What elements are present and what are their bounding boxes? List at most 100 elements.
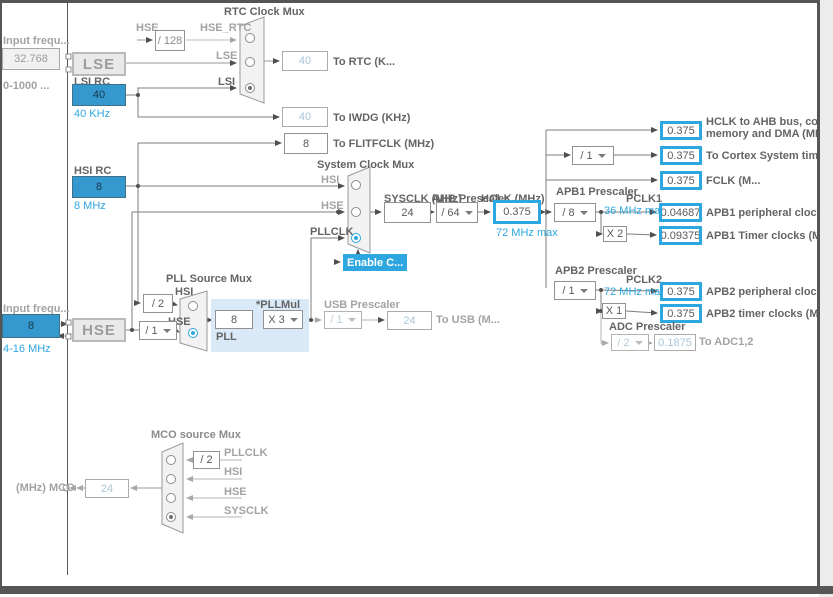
sysclk-value-box[interactable]: 24 bbox=[384, 202, 431, 223]
mco-mux-radio-pllclk[interactable] bbox=[166, 455, 176, 465]
apb2-timer-value-box[interactable]: 0.375 bbox=[660, 304, 702, 323]
hsi-rc-value-box: 8 bbox=[72, 176, 126, 198]
hse-oscillator-block: HSE bbox=[72, 318, 126, 342]
hse-input-frequency-field[interactable]: 8 bbox=[2, 314, 60, 338]
mco-sysclk-label: SYSCLK bbox=[224, 505, 269, 517]
usb-value-box: 24 bbox=[387, 311, 432, 330]
apb2-timer-label: APB2 timer clocks (MHz) bbox=[706, 308, 833, 320]
pll-input-value-box: 8 bbox=[215, 310, 253, 329]
rtc-mux-radio-lse[interactable] bbox=[245, 57, 255, 67]
system-mux-title: System Clock Mux bbox=[317, 159, 415, 171]
system-mux-radio-pllclk[interactable] bbox=[351, 233, 361, 243]
apb1-timer-multiplier-box: X 2 bbox=[603, 226, 627, 242]
pclk1-label: PCLK1 bbox=[626, 193, 663, 205]
frame-top bbox=[0, 0, 820, 3]
rtc-hse-rtc-label: HSE_RTC bbox=[200, 22, 252, 34]
mco-value-box: 24 bbox=[85, 479, 129, 498]
adc-label: To ADC1,2 bbox=[699, 336, 754, 348]
apb1-timer-value-box[interactable]: 0.09375 bbox=[659, 226, 702, 245]
flitfclk-label: To FLITFCLK (MHz) bbox=[333, 138, 435, 150]
usb-prescaler-dropdown: / 1 bbox=[324, 311, 362, 329]
rtc-hse-divider-box: / 128 bbox=[155, 30, 185, 51]
pll-mux-radio-hse[interactable] bbox=[188, 328, 198, 338]
hclk-ahb-label-line1: HCLK to AHB bus, core, bbox=[706, 116, 832, 128]
system-mux-radio-hse[interactable] bbox=[351, 207, 361, 217]
rtc-lsi-label: LSI bbox=[218, 76, 236, 88]
apb2-peripheral-label: APB2 peripheral clocks (M bbox=[706, 286, 833, 298]
lse-input-frequency-field: 32.768 bbox=[2, 48, 60, 70]
hsi-frequency-note: 8 MHz bbox=[74, 200, 106, 212]
lse-input-frequency-label: Input frequ... bbox=[3, 35, 70, 47]
adc-prescaler-dropdown: / 2 bbox=[611, 334, 649, 351]
frame-left bbox=[0, 0, 2, 594]
rtc-mux-radio-hse-rtc[interactable] bbox=[245, 33, 255, 43]
lsi-rc-value-box: 40 bbox=[72, 84, 126, 106]
apb2-prescaler-dropdown[interactable]: / 1 bbox=[554, 281, 596, 300]
system-mux-hse-label: HSE bbox=[321, 200, 344, 212]
usb-label: To USB (M... bbox=[436, 314, 500, 326]
pll-block-label: PLL bbox=[216, 331, 237, 343]
frame-bottom bbox=[0, 586, 833, 594]
cortex-timer-value-box[interactable]: 0.375 bbox=[660, 146, 702, 165]
pll-hsi-div2-box: / 2 bbox=[143, 294, 173, 313]
frame-right bbox=[817, 0, 820, 594]
pllmul-dropdown[interactable]: X 3 bbox=[263, 310, 303, 329]
hsi-rc-title: HSI RC bbox=[74, 165, 112, 177]
apb1-peripheral-value-box[interactable]: 0.04687 bbox=[659, 203, 702, 222]
pllmul-label: *PLLMul bbox=[256, 299, 300, 311]
pll-hsi-label: HSI bbox=[175, 286, 194, 298]
apb1-peripheral-label: APB1 peripheral clocks (M bbox=[706, 207, 833, 219]
to-iwdg-value-box: 40 bbox=[282, 107, 328, 127]
lse-input-range-label: 0-1000 ... bbox=[3, 80, 50, 92]
to-rtc-value-box: 40 bbox=[282, 51, 328, 71]
fclk-label: FCLK (M... bbox=[706, 175, 761, 187]
usb-prescaler-label: USB Prescaler bbox=[324, 299, 400, 311]
hclk-ahb-label-line2: memory and DMA (MHz) bbox=[706, 128, 833, 140]
apb1-max-note: 36 MHz max bbox=[604, 205, 666, 217]
adc-prescaler-label: ADC Prescaler bbox=[609, 321, 686, 333]
system-mux-hsi-label: HSI bbox=[321, 174, 340, 186]
apb1-prescaler-label: APB1 Prescaler bbox=[556, 186, 638, 198]
mco-mux-radio-sysclk[interactable] bbox=[166, 512, 176, 522]
apb1-timer-label: APB1 Timer clocks (MHz) bbox=[706, 230, 833, 242]
pll-mux-title: PLL Source Mux bbox=[166, 273, 252, 285]
mco-mux-title: MCO source Mux bbox=[151, 429, 241, 441]
mco-pll-div2-box: / 2 bbox=[193, 451, 220, 469]
hclk-value-box[interactable]: 0.375 bbox=[493, 200, 541, 224]
mco-pllclk-label: PLLCLK bbox=[224, 447, 268, 459]
apb2-timer-multiplier-box: X 1 bbox=[602, 303, 626, 319]
rtc-mux-radio-lsi[interactable] bbox=[245, 83, 255, 93]
lsi-frequency-note: 40 KHz bbox=[74, 108, 111, 120]
adc-value-box: 0.1875 bbox=[654, 334, 696, 351]
mco-mux-radio-hse[interactable] bbox=[166, 493, 176, 503]
rtc-lse-label: LSE bbox=[216, 50, 238, 62]
right-scroll-strip[interactable] bbox=[819, 0, 833, 597]
fclk-value-box[interactable]: 0.375 bbox=[660, 171, 702, 190]
hse-input-frequency-label: Input frequ... bbox=[3, 303, 70, 315]
cortex-prescaler-dropdown[interactable]: / 1 bbox=[572, 146, 614, 165]
enable-css-button[interactable]: Enable C... bbox=[343, 254, 407, 271]
rtc-hse-stub-label: HSE bbox=[136, 22, 159, 34]
apb2-max-note: 72 MHz max bbox=[604, 286, 666, 298]
rtc-mux-title: RTC Clock Mux bbox=[224, 6, 305, 18]
hclk-ahb-value-box[interactable]: 0.375 bbox=[660, 121, 702, 140]
lse-oscillator-block: LSE bbox=[72, 52, 126, 76]
apb1-prescaler-dropdown[interactable]: / 8 bbox=[554, 203, 596, 222]
mco-mux-radio-hsi[interactable] bbox=[166, 474, 176, 484]
apb2-prescaler-label: APB2 Prescaler bbox=[555, 265, 637, 277]
system-mux-pllclk-label: PLLCLK bbox=[310, 226, 354, 238]
pclk2-label: PCLK2 bbox=[626, 274, 663, 286]
cortex-timer-label: To Cortex System timer (M bbox=[706, 150, 833, 162]
flitfclk-value-box: 8 bbox=[284, 133, 328, 154]
pll-hse-prediv-dropdown[interactable]: / 1 bbox=[139, 321, 177, 340]
mco-hse-label: HSE bbox=[224, 486, 247, 498]
to-iwdg-label: To IWDG (KHz) bbox=[333, 112, 411, 124]
pll-mux-radio-hsi[interactable] bbox=[188, 301, 198, 311]
system-mux-radio-hsi[interactable] bbox=[351, 180, 361, 190]
ahb-prescaler-dropdown[interactable]: / 64 bbox=[436, 202, 478, 223]
hclk-max-note: 72 MHz max bbox=[496, 227, 558, 239]
mco-hsi-label: HSI bbox=[224, 466, 243, 478]
apb2-peripheral-value-box[interactable]: 0.375 bbox=[660, 282, 702, 301]
hse-input-range-note: 4-16 MHz bbox=[3, 343, 51, 355]
